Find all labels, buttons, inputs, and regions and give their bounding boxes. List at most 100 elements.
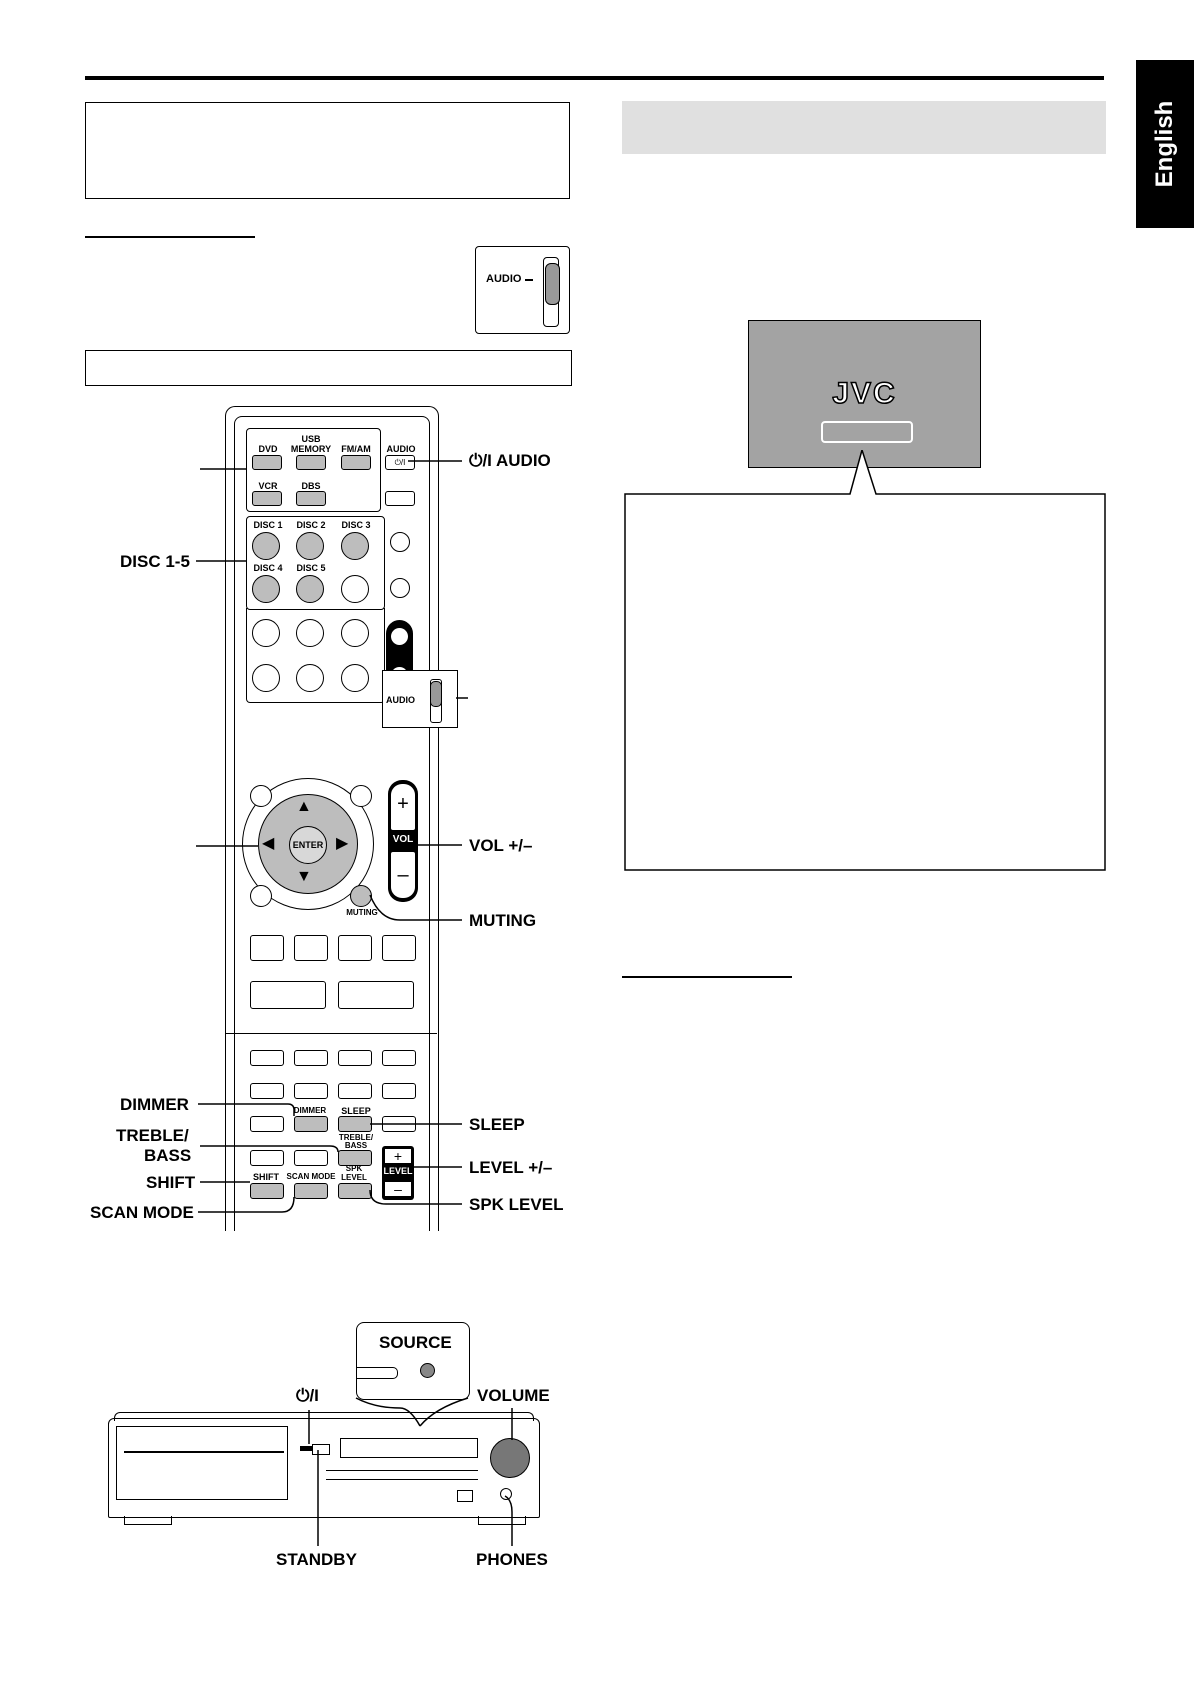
callout-muting: MUTING [469, 911, 537, 930]
disc5-label: DISC 5 [296, 563, 326, 573]
function-button[interactable] [382, 1083, 416, 1099]
fm-am-button[interactable] [341, 455, 371, 470]
audio-switch-inset: AUDIO [475, 246, 570, 334]
dbs-label: DBS [301, 481, 321, 491]
language-tab: English [1136, 60, 1194, 228]
jvc-logo: JVC [832, 376, 897, 411]
function-button[interactable] [294, 1050, 328, 1066]
disc2-label: DISC 2 [296, 520, 326, 530]
number-button[interactable] [252, 664, 280, 692]
disc4-button[interactable] [252, 575, 280, 603]
standby-indicator [300, 1446, 312, 1451]
function-button[interactable] [250, 935, 284, 961]
function-button[interactable] [250, 1083, 284, 1099]
up-arrow-icon[interactable]: ▲ [296, 798, 312, 815]
section-underline [85, 236, 255, 238]
function-button[interactable] [338, 1083, 372, 1099]
down-arrow-icon[interactable]: ▼ [296, 868, 312, 885]
dpad-ring [242, 778, 374, 910]
shift-button[interactable] [250, 1183, 284, 1199]
right-header-bar [622, 101, 1106, 154]
callout-vol: VOL +/– [469, 836, 533, 855]
function-button[interactable] [250, 1150, 284, 1166]
function-button[interactable] [338, 981, 414, 1009]
volume-rocker[interactable]: + VOL – [388, 780, 418, 902]
main-unit [108, 1418, 540, 1518]
usb-memory-button[interactable] [296, 455, 326, 470]
number-button[interactable] [252, 619, 280, 647]
disc-select-buttons[interactable] [326, 1470, 478, 1480]
disc3-button[interactable] [341, 532, 369, 560]
remote-control [225, 406, 439, 1231]
function-button[interactable] [250, 981, 326, 1009]
right-arrow-icon[interactable]: ▶ [336, 835, 349, 852]
muting-label: MUTING [346, 908, 378, 917]
corner-button[interactable] [250, 785, 272, 807]
display-message-bar [821, 421, 913, 443]
number-button[interactable] [296, 619, 324, 647]
power-button-unit[interactable] [312, 1444, 330, 1455]
keypad-outline [246, 608, 385, 703]
number-button[interactable] [341, 664, 369, 692]
message-bubble [624, 450, 1106, 871]
power-button-blank[interactable] [385, 491, 415, 506]
main-unit-top-edge [114, 1412, 534, 1421]
side-button-1[interactable] [390, 532, 410, 552]
callout-dimmer: DIMMER [120, 1095, 189, 1114]
number-button[interactable] [296, 664, 324, 692]
remote-mode-switch-box: AUDIO [382, 670, 458, 728]
unit-foot-left [124, 1516, 172, 1525]
level-rocker[interactable]: + LEVEL – [382, 1146, 414, 1200]
spk-level-button[interactable] [338, 1183, 372, 1199]
disc5-button[interactable] [296, 575, 324, 603]
muting-button[interactable] [350, 885, 372, 907]
level-small-label: LEVEL [383, 1166, 413, 1176]
usb-memory-label: USB MEMORY [290, 434, 332, 454]
function-button[interactable] [294, 935, 328, 961]
treble-bass-small-label: TREBLE/ BASS [338, 1133, 374, 1150]
left-arrow-icon[interactable]: ◀ [262, 835, 275, 852]
source-group-outline [246, 428, 381, 512]
disc3-label: DISC 3 [341, 520, 371, 530]
function-button[interactable] [382, 1050, 416, 1066]
sleep-small-label: SLEEP [341, 1106, 371, 1116]
number-button[interactable] [341, 575, 369, 603]
number-button[interactable] [341, 619, 369, 647]
usb-port[interactable] [457, 1490, 473, 1502]
function-button[interactable] [338, 1050, 372, 1066]
audio-power-button[interactable]: ⏻/I [385, 455, 415, 470]
callout-power-audio: ⏻/I AUDIO [469, 451, 551, 470]
phones-jack[interactable] [500, 1488, 512, 1500]
corner-button[interactable] [250, 885, 272, 907]
function-button[interactable] [294, 1083, 328, 1099]
corner-button[interactable] [350, 785, 372, 807]
dvd-button[interactable] [252, 455, 282, 470]
vcr-button[interactable] [252, 491, 282, 506]
function-button[interactable] [338, 935, 372, 961]
audio-source-label: AUDIO [386, 444, 416, 454]
source-label: SOURCE [379, 1333, 452, 1352]
scan-mode-small-label: SCAN MODE [286, 1172, 336, 1181]
note-box [85, 102, 570, 199]
treble-bass-button[interactable] [338, 1150, 372, 1166]
volume-knob[interactable] [490, 1438, 530, 1478]
volume-label: VOLUME [477, 1386, 550, 1405]
disc1-label: DISC 1 [253, 520, 283, 530]
dbs-button[interactable] [296, 491, 326, 506]
function-button[interactable] [250, 1116, 284, 1132]
function-button[interactable] [250, 1050, 284, 1066]
scan-mode-button[interactable] [294, 1183, 328, 1199]
disc1-button[interactable] [252, 532, 280, 560]
source-knob[interactable] [420, 1363, 435, 1378]
spk-level-small-label: SPK LEVEL [341, 1164, 367, 1182]
function-button[interactable] [294, 1150, 328, 1166]
function-button[interactable] [382, 935, 416, 961]
vcr-label: VCR [258, 481, 278, 491]
heading-box [85, 350, 572, 386]
enter-button[interactable]: ENTER [289, 826, 327, 864]
audio-switch-knob [545, 263, 560, 305]
side-button-2[interactable] [390, 578, 410, 598]
dimmer-button[interactable] [294, 1116, 328, 1132]
disc2-button[interactable] [296, 532, 324, 560]
